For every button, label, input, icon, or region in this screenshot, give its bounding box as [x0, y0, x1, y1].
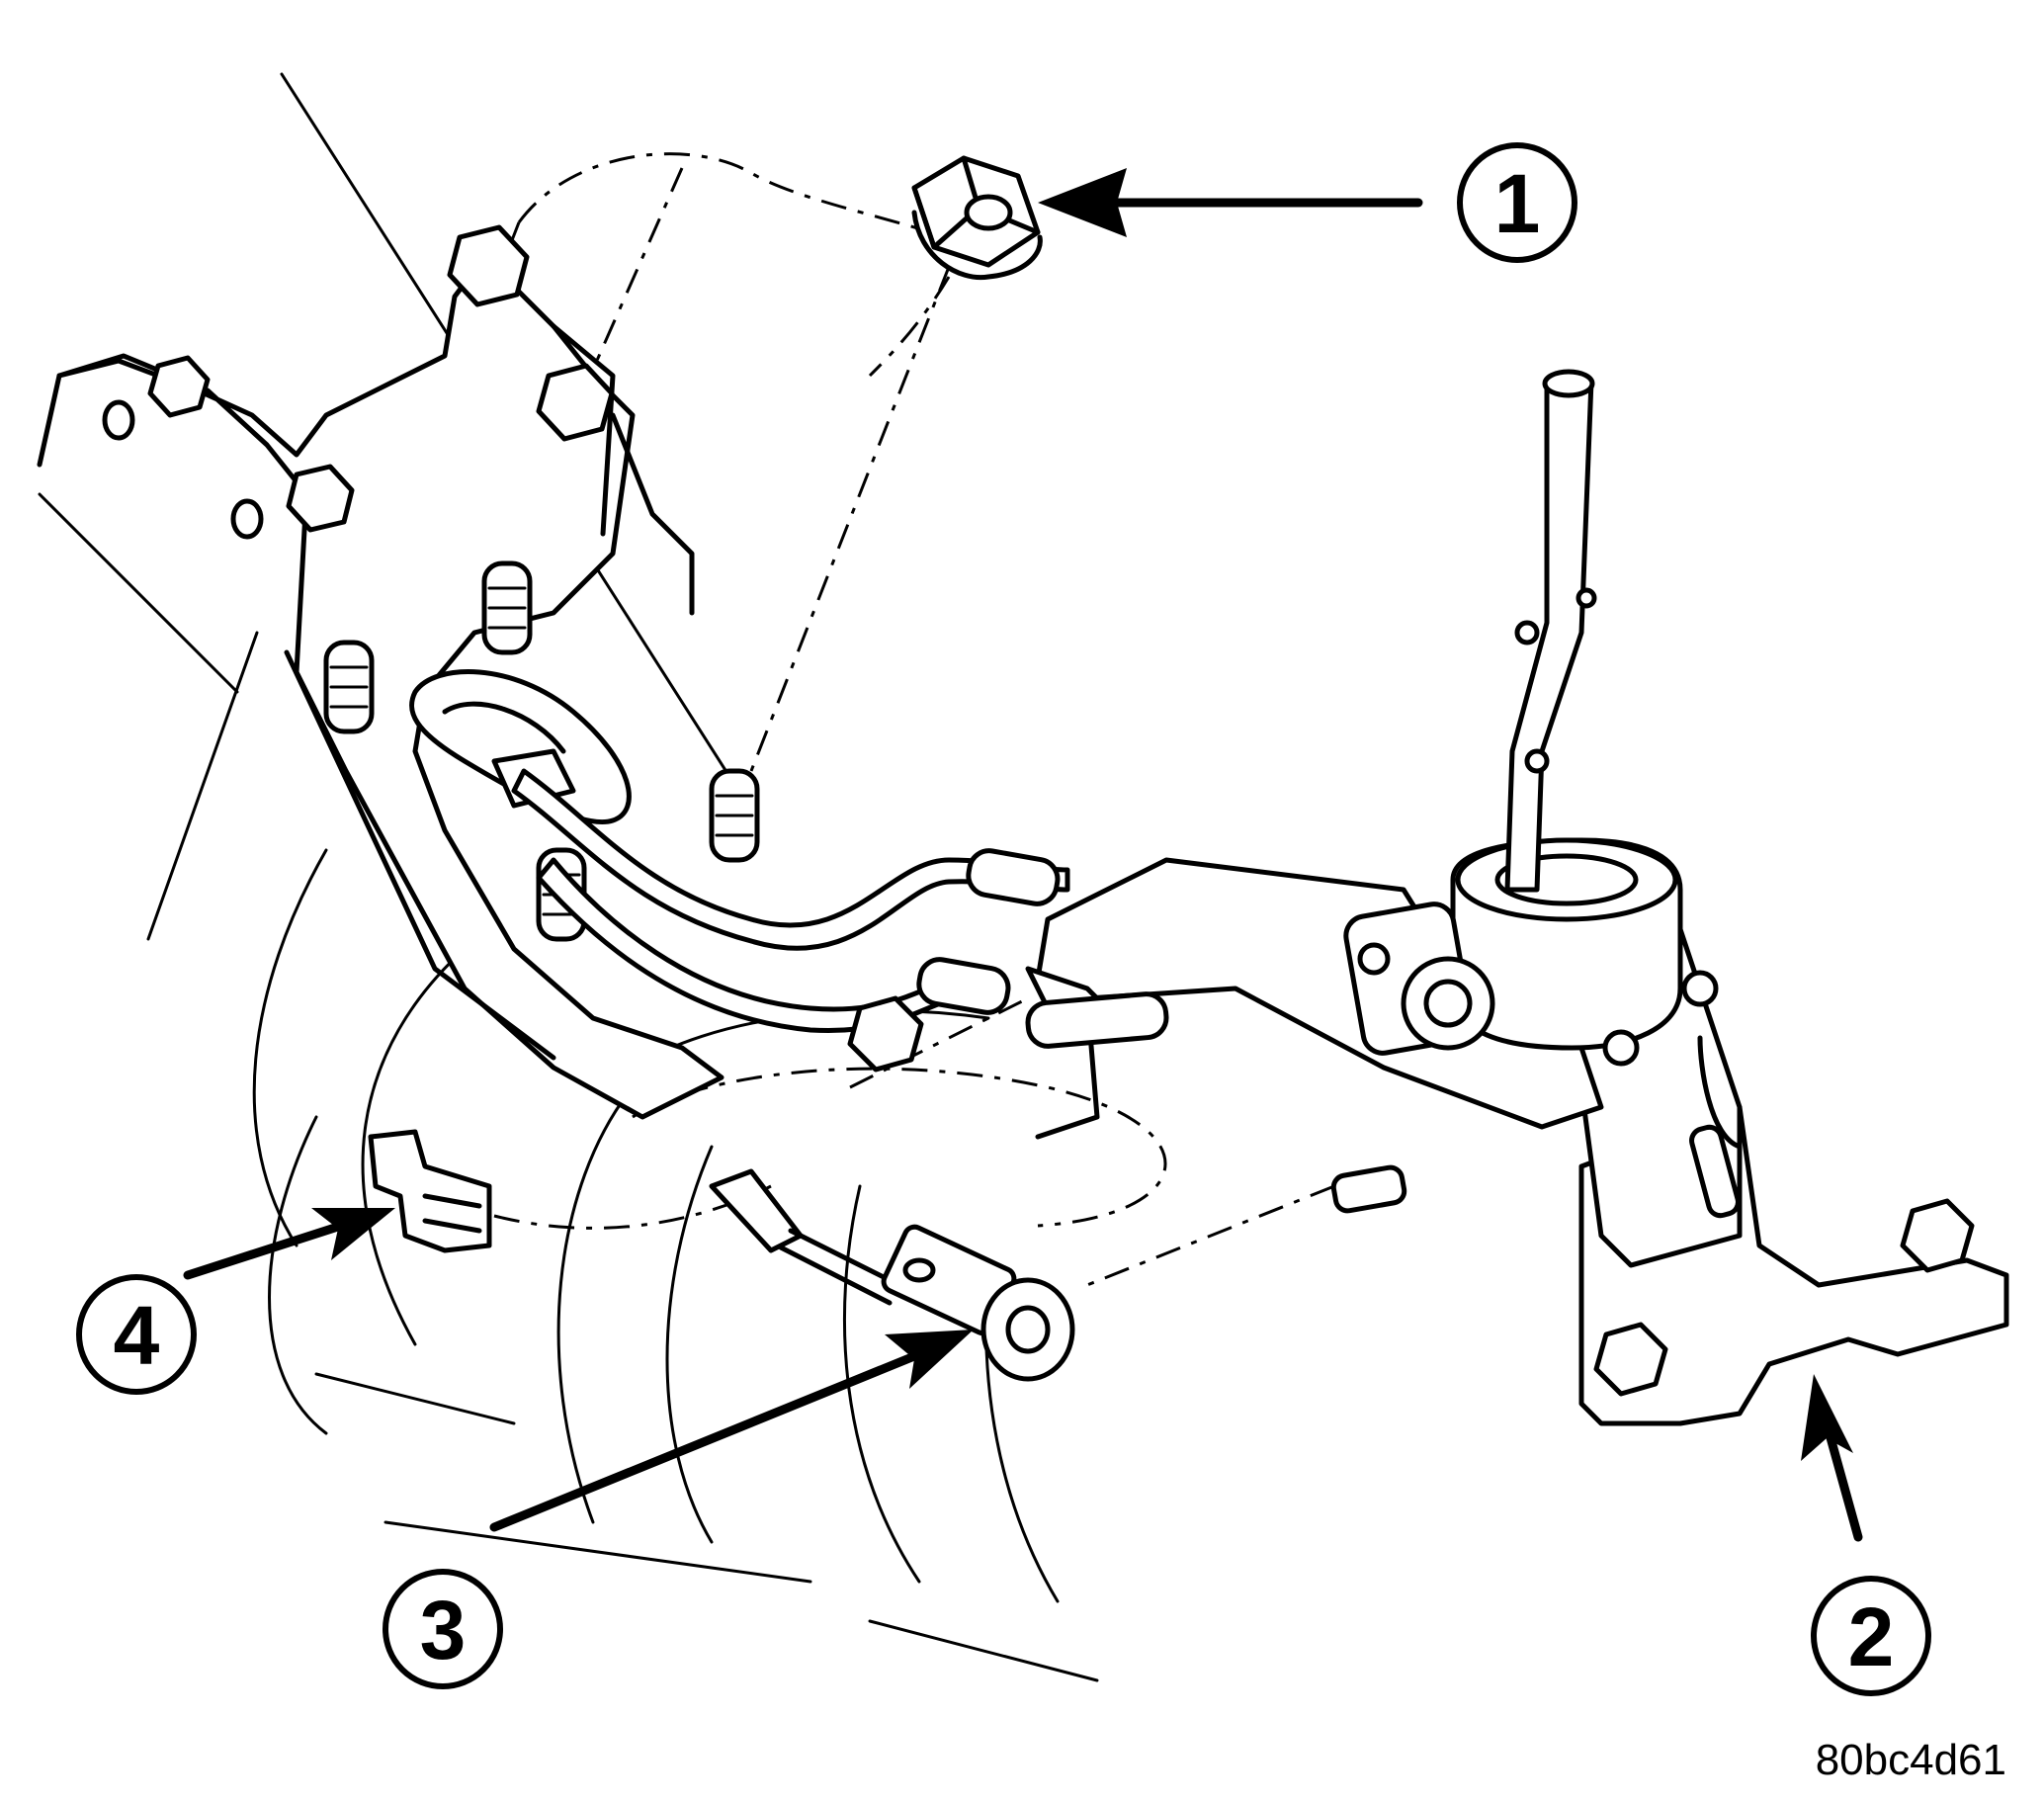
shifter-assembly	[1035, 369, 2009, 1426]
callout-1-number: 1	[1494, 157, 1541, 250]
cable-grommet	[409, 669, 632, 824]
mounting-bracket	[37, 254, 724, 1120]
retaining-clip	[368, 1129, 492, 1253]
shift-cables	[511, 768, 1070, 1034]
center-stud-nut	[847, 966, 1169, 1073]
callout-1: 1	[1457, 142, 1577, 263]
callout-3-number: 3	[420, 1584, 467, 1676]
callout-arrows	[183, 168, 1863, 1542]
callout-4-number: 4	[114, 1289, 160, 1382]
hex-nut	[911, 155, 1043, 281]
callout-4: 4	[76, 1274, 197, 1395]
bracket-nuts	[147, 224, 615, 533]
shift-cable-end	[709, 1168, 1075, 1382]
mounting-studs	[323, 560, 760, 942]
callout-2: 2	[1811, 1576, 1931, 1696]
callout-2-number: 2	[1848, 1590, 1895, 1683]
callout-3: 3	[383, 1569, 503, 1689]
figure-id: 80bc4d61	[1816, 1736, 2006, 1784]
